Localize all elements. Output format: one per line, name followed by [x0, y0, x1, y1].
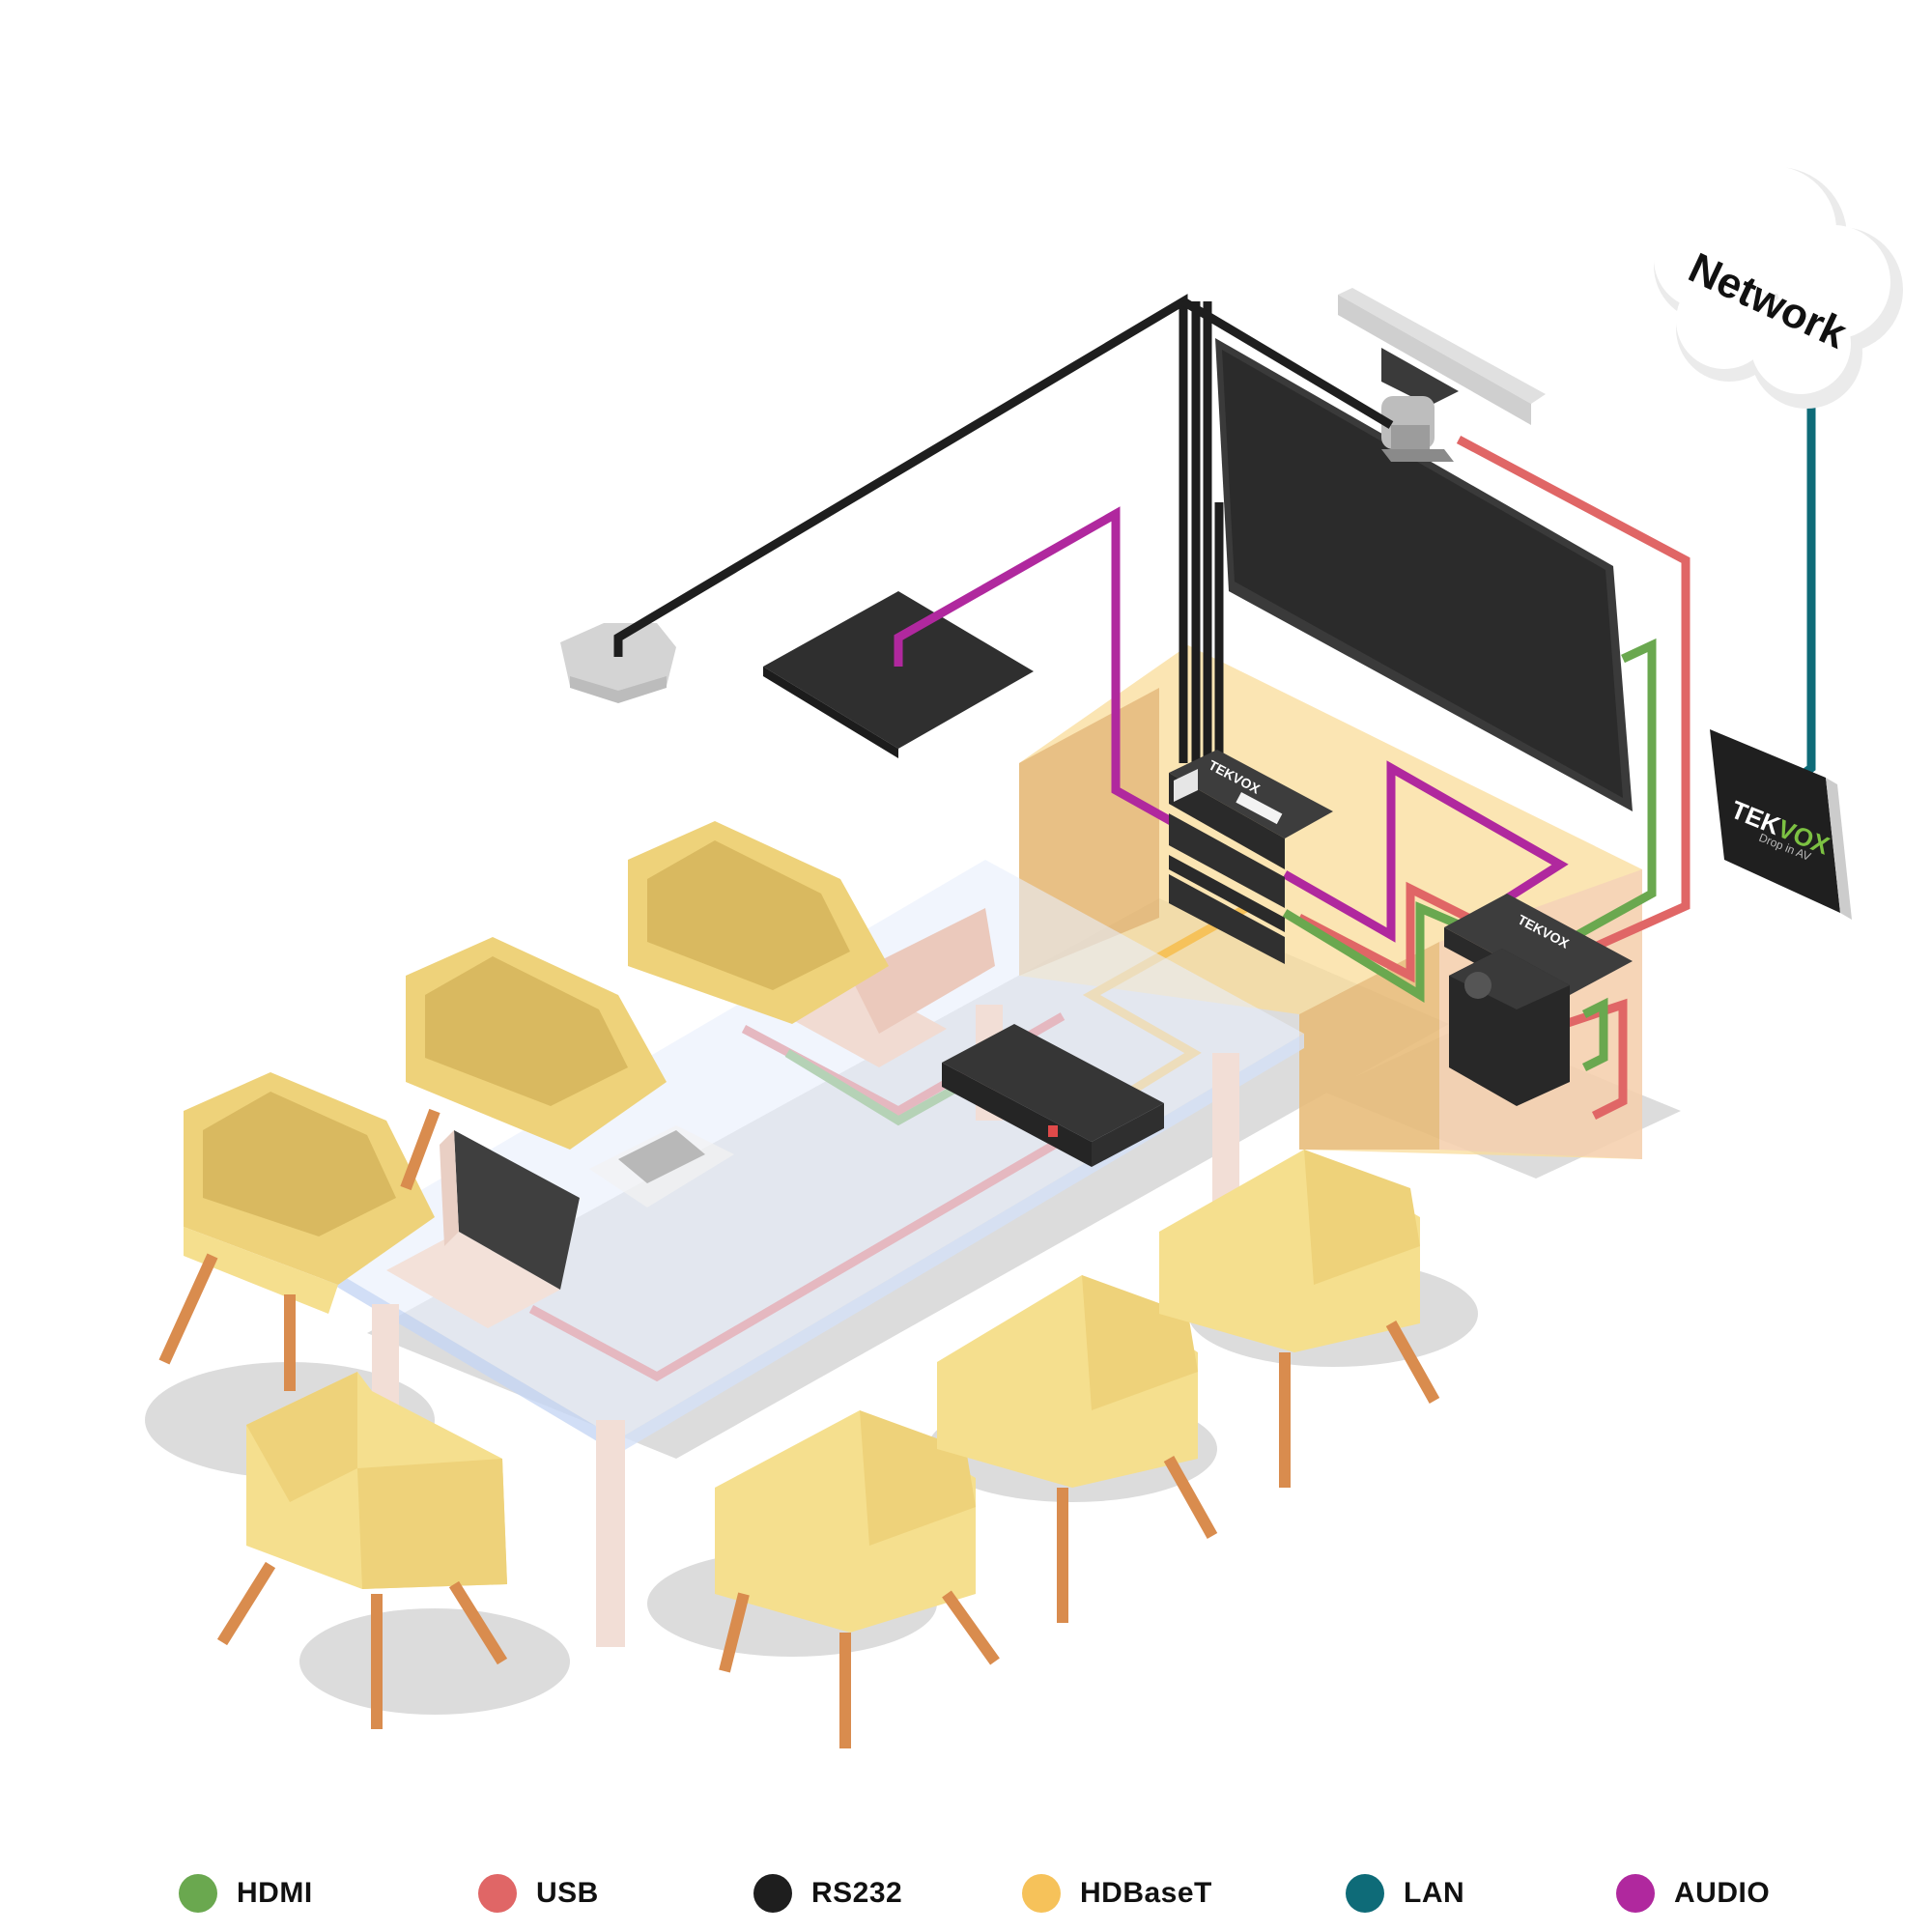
lan-dot-icon — [1346, 1874, 1384, 1913]
chair-front-2 — [715, 1410, 1000, 1748]
video-bar — [1338, 288, 1546, 425]
matrix-switcher: TEKVOX — [1444, 894, 1633, 1106]
cable-legend: HDMI USB RS232 HDBaseT LAN AUDIO — [0, 1864, 1932, 1922]
notebook — [589, 1125, 734, 1208]
hdmi-dot-icon — [179, 1874, 217, 1913]
chair-front-3 — [937, 1275, 1218, 1623]
ceiling-microphone — [560, 623, 676, 703]
lan-cable — [1796, 391, 1816, 781]
chair-back-2 — [400, 937, 667, 1191]
legend-label-rs232: RS232 — [811, 1877, 903, 1909]
legend-item-hdbaset: HDBaseT — [1022, 1864, 1212, 1922]
network-cloud: Network — [1654, 166, 1903, 409]
legend-label-hdbaset: HDBaseT — [1080, 1877, 1212, 1909]
chair-front-4 — [1159, 1150, 1440, 1488]
chair-back-1 — [158, 1072, 435, 1391]
hdbaset-dot-icon — [1022, 1874, 1061, 1913]
touch-panel: TEKVOX Drop in AV — [1710, 729, 1852, 920]
legend-item-lan: LAN — [1346, 1864, 1464, 1922]
usb-dot-icon — [478, 1874, 517, 1913]
ceiling-speaker — [763, 591, 1034, 758]
table-switcher — [942, 1024, 1164, 1167]
audio-dot-icon — [1616, 1874, 1655, 1913]
rs232-cables — [613, 294, 1394, 763]
legend-item-audio: AUDIO — [1616, 1864, 1770, 1922]
large-display — [1215, 338, 1633, 811]
laptop-front — [386, 1130, 580, 1328]
conference-table — [309, 860, 1304, 1647]
chair-front-1 — [216, 1372, 508, 1729]
legend-item-rs232: RS232 — [753, 1864, 902, 1922]
legend-label-usb: USB — [536, 1877, 599, 1909]
legend-label-audio: AUDIO — [1674, 1877, 1771, 1909]
ptz-camera — [1381, 396, 1454, 462]
rs232-dot-icon — [753, 1874, 792, 1913]
chair-back-3 — [628, 821, 889, 1024]
av-processor-stack: TEKVOX — [1169, 750, 1333, 964]
audio-cables — [894, 506, 1569, 943]
legend-item-usb: USB — [478, 1864, 599, 1922]
legend-label-lan: LAN — [1404, 1877, 1465, 1909]
legend-label-hdmi: HDMI — [237, 1877, 313, 1909]
legend-item-hdmi: HDMI — [179, 1864, 313, 1922]
